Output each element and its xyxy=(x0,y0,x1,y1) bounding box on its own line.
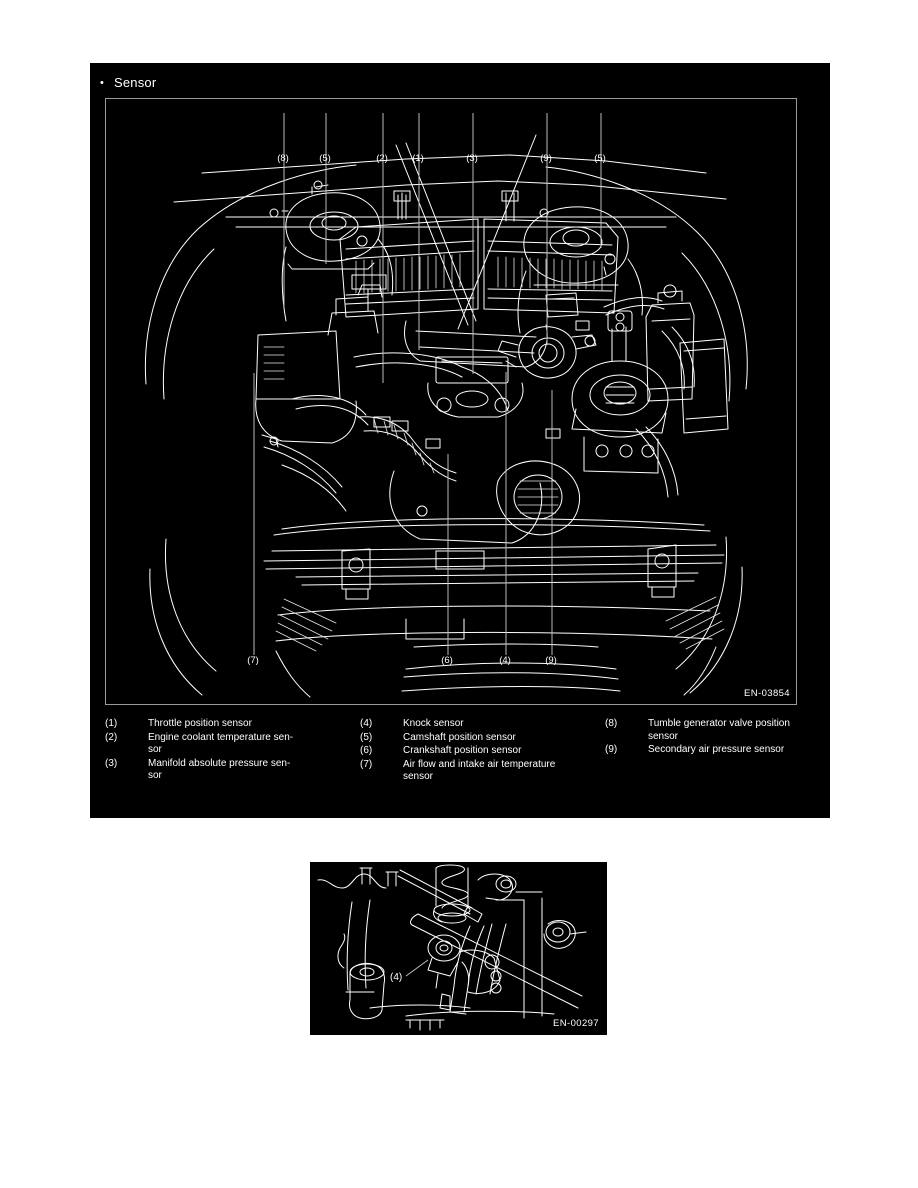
legend-item: (4) Knock sensor xyxy=(360,718,575,731)
legend-number: (2) xyxy=(105,731,118,743)
legend-item: (6) Crankshaft position sensor xyxy=(360,745,575,758)
legend-number: (9) xyxy=(605,744,618,756)
callout-top-8: (8) xyxy=(277,153,289,164)
legend-label: Throttle position sensor xyxy=(148,718,252,729)
legend-number: (1) xyxy=(105,718,118,729)
callout-bottom-9: (9) xyxy=(545,655,557,666)
callout-bottom-4: (4) xyxy=(499,655,511,666)
callout-top-9: (9) xyxy=(540,153,552,164)
legend-number: (3) xyxy=(105,757,118,769)
legend-number: (4) xyxy=(360,718,373,729)
legend-label: Crankshaft position sensor xyxy=(403,745,522,757)
legend-label: Secondary air pressure sensor xyxy=(648,744,785,756)
callout-bottom-7: (7) xyxy=(247,655,259,666)
callout-bottom-6: (6) xyxy=(441,655,453,666)
leader-lines xyxy=(253,113,602,655)
legend-label: Knock sensor xyxy=(403,718,464,729)
legend-number: (6) xyxy=(360,745,373,757)
callout-top-1: (1) xyxy=(412,153,424,164)
legend-number: (7) xyxy=(360,758,373,770)
section-heading-label: Sensor xyxy=(114,75,157,90)
page-title: • Sensor xyxy=(100,75,156,90)
callout-top-2: (2) xyxy=(376,153,388,164)
callout-top-3: (3) xyxy=(466,153,478,164)
callout-top-5b: (5) xyxy=(594,153,606,164)
legend-item: (1) Throttle position sensor xyxy=(105,718,320,731)
legend-label: Camshaft position sensor xyxy=(403,731,516,743)
legend-number: (5) xyxy=(360,731,373,743)
legend-item: (2) Engine coolant temperature sen-sor xyxy=(105,732,320,757)
legend-number: (8) xyxy=(605,718,618,729)
legend-item: (3) Manifold absolute pressure sen-sor xyxy=(105,758,320,783)
knock-sensor-lineart: (4) xyxy=(310,862,607,1035)
sensor-section-panel: • Sensor xyxy=(90,63,830,818)
legend-label: Manifold absolute pressure sen-sor xyxy=(148,757,291,782)
callout-top-5a: (5) xyxy=(319,153,331,164)
legend-item: (9) Secondary air pressure sensor xyxy=(605,744,820,757)
legend-column-2: (4) Knock sensor (5) Camshaft position s… xyxy=(360,718,575,785)
engine-bay-lineart xyxy=(106,99,796,704)
knock-sensor-diagram: (4) EN-00297 xyxy=(310,862,607,1035)
figure-id-label: EN-03854 xyxy=(744,688,790,699)
bullet-icon: • xyxy=(100,77,105,89)
legend-item: (5) Camshaft position sensor xyxy=(360,732,575,745)
engine-bay-diagram: EN-03854 xyxy=(105,98,797,705)
figure-id-label: EN-00297 xyxy=(553,1018,599,1029)
knock-callout-4: (4) xyxy=(390,972,402,983)
legend-column-1: (1) Throttle position sensor (2) Engine … xyxy=(105,718,320,784)
legend-label: Engine coolant temperature sen-sor xyxy=(148,731,294,756)
